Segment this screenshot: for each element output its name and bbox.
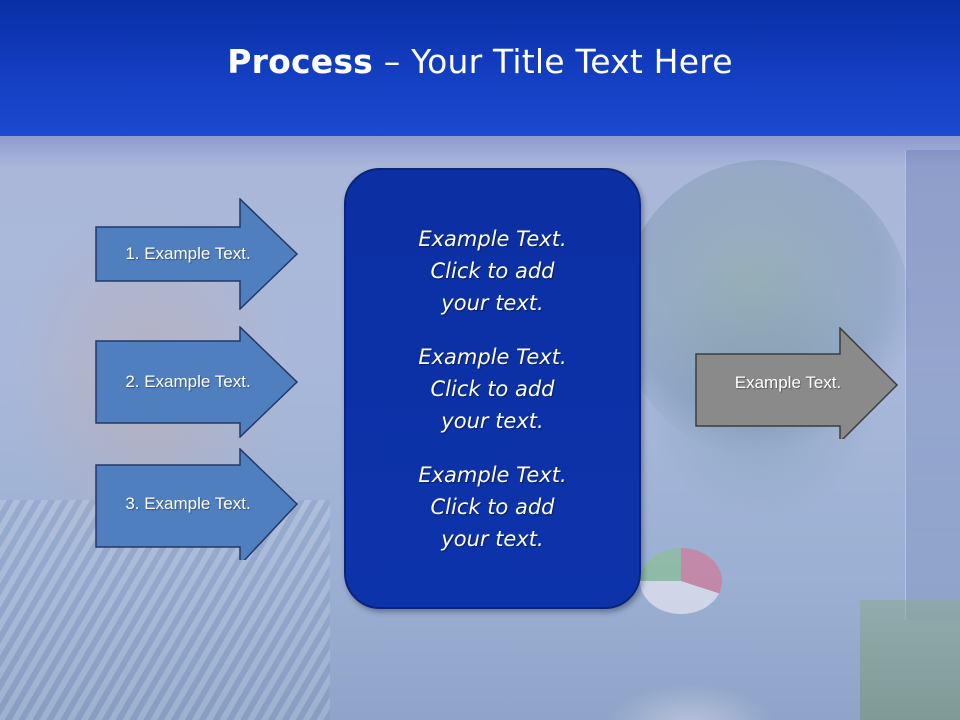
title-bar: Process – Your Title Text Here bbox=[0, 0, 960, 136]
background-screen-panel bbox=[905, 150, 960, 620]
step-label-2: 2. Example Text. bbox=[125, 372, 251, 391]
arrow-shape bbox=[95, 448, 299, 560]
step-arrow-3[interactable]: 3. Example Text. bbox=[95, 448, 300, 560]
title-bold-part: Process bbox=[227, 41, 374, 81]
arrow-shape bbox=[95, 326, 299, 438]
arrow-shape bbox=[95, 198, 299, 310]
slide-title[interactable]: Process – Your Title Text Here bbox=[227, 42, 733, 81]
background-landscape bbox=[860, 600, 960, 720]
step-arrow-1[interactable]: 1. Example Text. bbox=[95, 198, 300, 310]
arrow-shape bbox=[695, 327, 899, 439]
center-paragraph-1: Example Text. Click to add your text. bbox=[418, 226, 567, 315]
output-label: Example Text. bbox=[734, 373, 842, 392]
step-label-1: 1. Example Text. bbox=[125, 244, 251, 263]
background-band bbox=[0, 136, 960, 166]
step-arrow-2[interactable]: 2. Example Text. bbox=[95, 326, 300, 438]
center-paragraph-2: Example Text. Click to add your text. bbox=[418, 344, 567, 433]
step-label-3: 3. Example Text. bbox=[125, 494, 251, 513]
background-pie-graphic bbox=[640, 548, 722, 614]
center-paragraph-3: Example Text. Click to add your text. bbox=[418, 462, 567, 551]
title-rest-part: – Your Title Text Here bbox=[373, 41, 733, 81]
output-arrow[interactable]: Example Text. bbox=[695, 327, 900, 439]
center-text-box[interactable]: Example Text. Click to add your text. Ex… bbox=[344, 168, 641, 609]
